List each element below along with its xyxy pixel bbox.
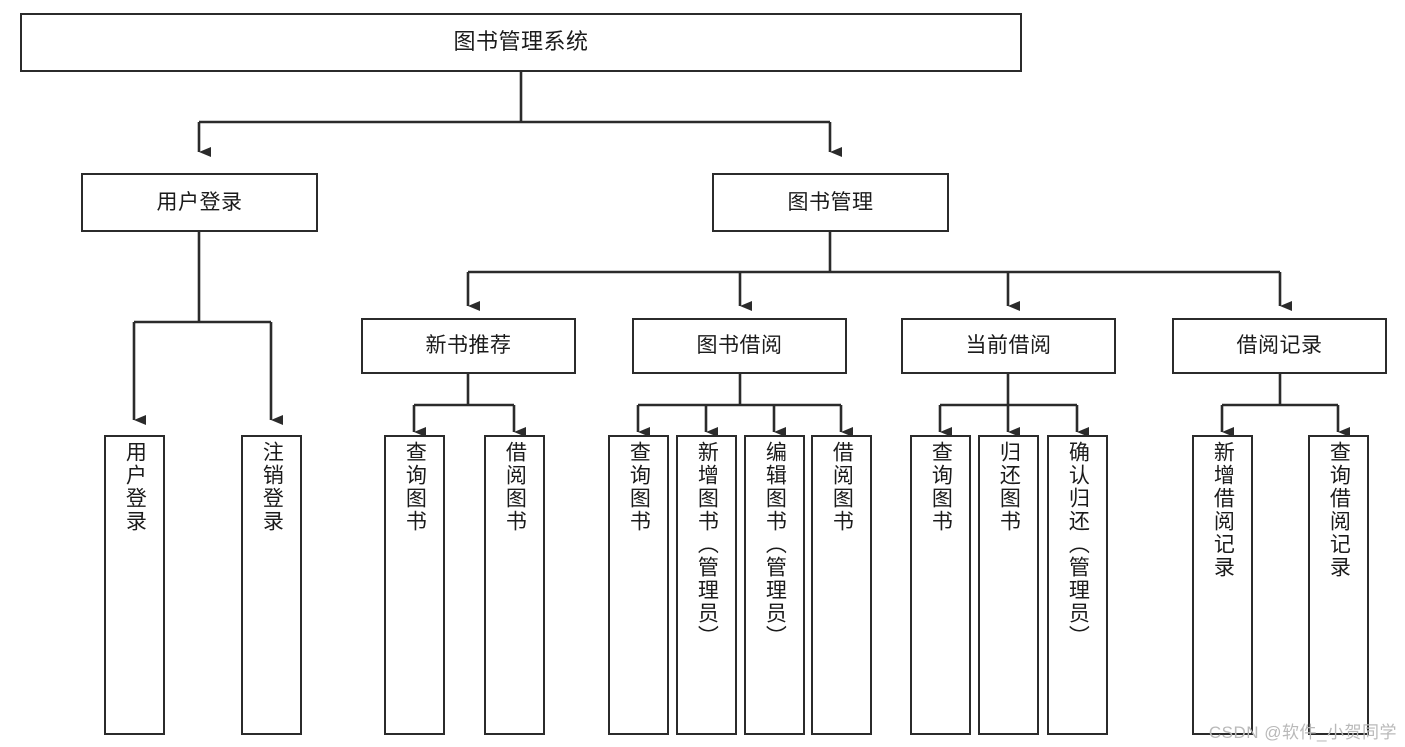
leaf-label: 确认归还（管理员）	[1066, 441, 1090, 648]
leaf-book-borrow-edit-book-admin[interactable]: 编辑图书（管理员）	[744, 435, 805, 735]
leaf-book-borrow-query-book[interactable]: 查询图书	[608, 435, 669, 735]
leaf-label: 借阅图书	[503, 441, 527, 533]
leaf-label: 借阅图书	[830, 441, 854, 533]
node-book-borrow-label: 图书借阅	[696, 334, 783, 358]
leaf-book-borrow-borrow-book[interactable]: 借阅图书	[811, 435, 872, 735]
leaf-label: 查询图书	[627, 441, 651, 533]
leaf-label: 查询借阅记录	[1327, 441, 1351, 579]
leaf-current-borrow-confirm-return-admin[interactable]: 确认归还（管理员）	[1047, 435, 1108, 735]
leaf-borrow-record-query-record[interactable]: 查询借阅记录	[1308, 435, 1369, 735]
leaf-new-book-borrow-book[interactable]: 借阅图书	[484, 435, 545, 735]
node-borrow-record[interactable]: 借阅记录	[1172, 318, 1387, 374]
leaf-label: 编辑图书（管理员）	[763, 441, 787, 648]
leaf-label: 用户登录	[123, 441, 147, 533]
node-root-book-management-system[interactable]: 图书管理系统	[20, 13, 1022, 72]
node-root-label: 图书管理系统	[453, 29, 589, 55]
node-book-borrow[interactable]: 图书借阅	[632, 318, 847, 374]
node-borrow-record-label: 借阅记录	[1236, 334, 1323, 358]
node-book-management-label: 图书管理	[787, 190, 874, 214]
node-current-borrow-label: 当前借阅	[965, 334, 1052, 358]
leaf-label: 查询图书	[929, 441, 953, 533]
node-current-borrow[interactable]: 当前借阅	[901, 318, 1116, 374]
leaf-user-login-signout[interactable]: 注销登录	[241, 435, 302, 735]
leaf-borrow-record-add-record[interactable]: 新增借阅记录	[1192, 435, 1253, 735]
node-user-login-label: 用户登录	[156, 190, 243, 214]
leaf-user-login-signin[interactable]: 用户登录	[104, 435, 165, 735]
node-new-book-recommend[interactable]: 新书推荐	[361, 318, 576, 374]
leaf-label: 新增借阅记录	[1211, 441, 1235, 579]
leaf-new-book-query-book[interactable]: 查询图书	[384, 435, 445, 735]
leaf-label: 新增图书（管理员）	[695, 441, 719, 648]
leaf-current-borrow-return-book[interactable]: 归还图书	[978, 435, 1039, 735]
leaf-label: 注销登录	[260, 441, 284, 533]
leaf-current-borrow-query-book[interactable]: 查询图书	[910, 435, 971, 735]
node-new-book-recommend-label: 新书推荐	[425, 334, 512, 358]
node-book-management[interactable]: 图书管理	[712, 173, 949, 232]
leaf-label: 查询图书	[403, 441, 427, 533]
leaf-book-borrow-add-book-admin[interactable]: 新增图书（管理员）	[676, 435, 737, 735]
leaf-label: 归还图书	[997, 441, 1021, 533]
node-user-login[interactable]: 用户登录	[81, 173, 318, 232]
